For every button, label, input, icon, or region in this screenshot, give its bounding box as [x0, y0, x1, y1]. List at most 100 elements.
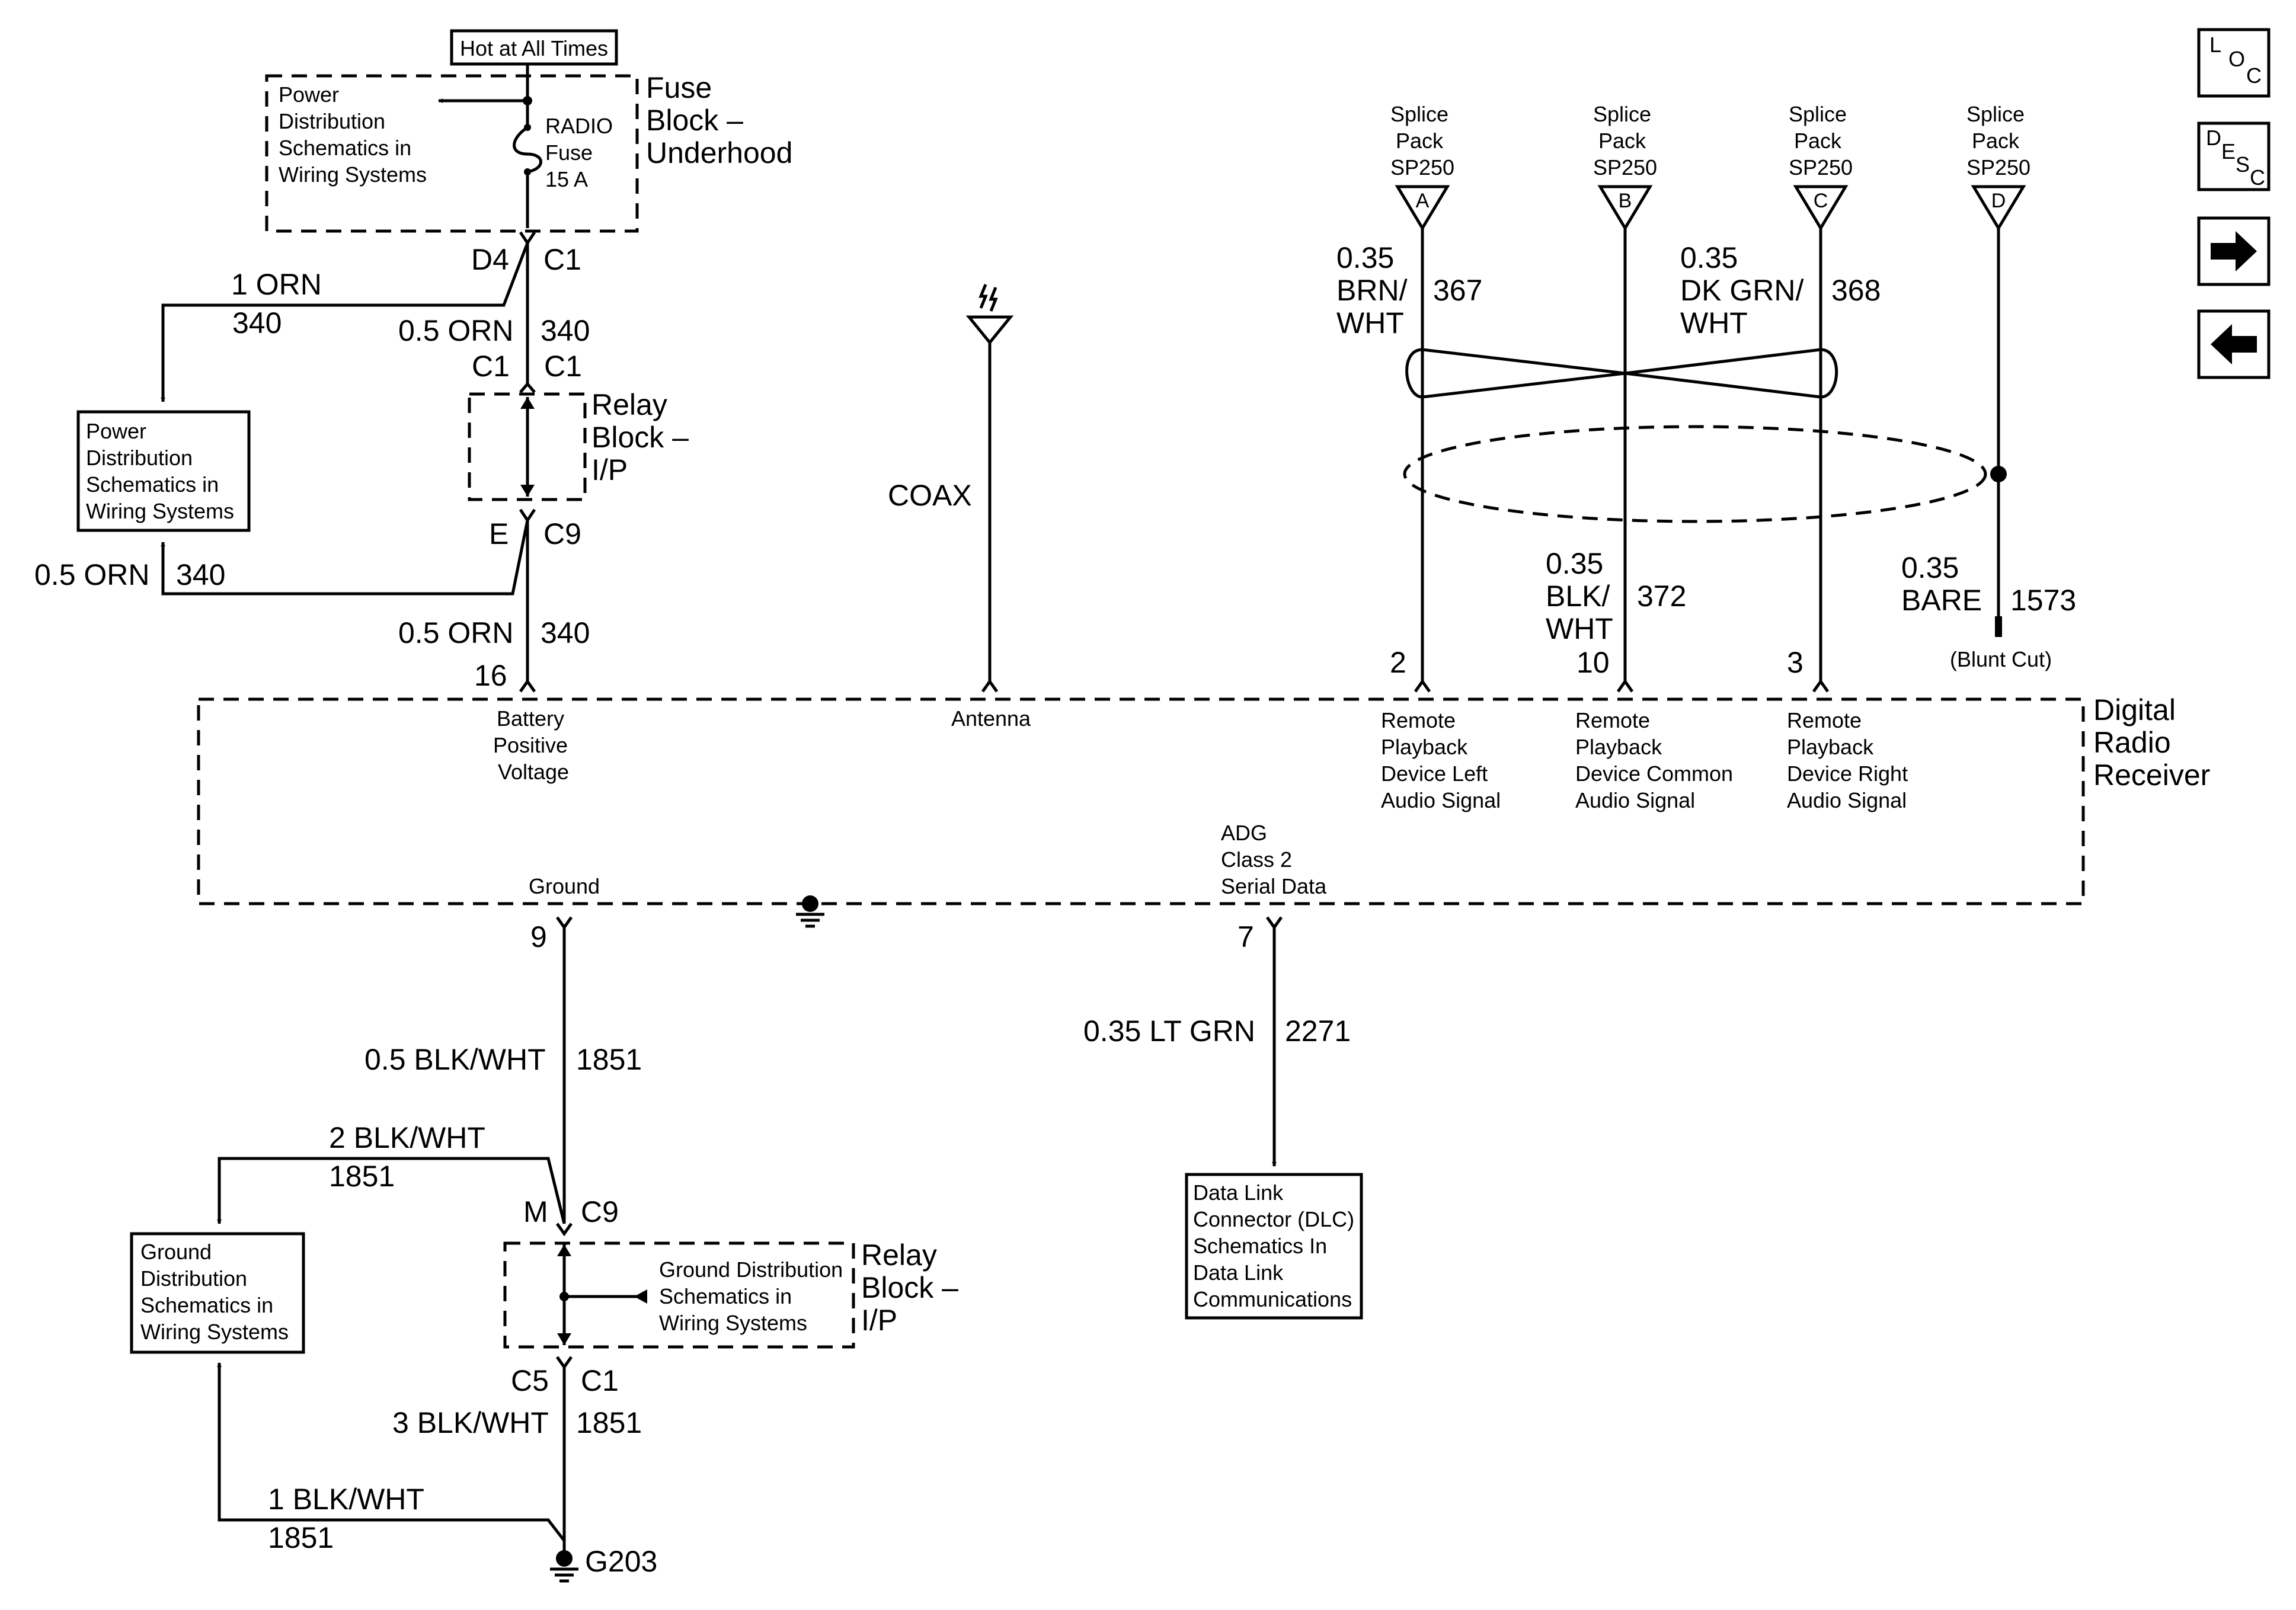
ground-distribution-box: Ground Distribution Schematics in Wiring…: [130, 1232, 305, 1354]
connector-e-label: E: [489, 517, 509, 550]
antenna-circuit: COAX: [888, 284, 1014, 693]
pin-10-label: 10: [1576, 646, 1610, 679]
fuse-block-title: Fuse Block – Underhood: [646, 71, 792, 169]
connector-d4-label: D4: [471, 243, 509, 276]
case-ground-icon: [796, 895, 824, 928]
pin-16-label: 16: [474, 659, 507, 692]
serial-data-label: ADG Class 2 Serial Data: [1221, 821, 1327, 898]
wire-1851-branch: [217, 1157, 566, 1224]
ground-distribution-inner-text: Ground Distribution Schematics in Wiring…: [659, 1257, 849, 1335]
wire-1851-return: [217, 1362, 565, 1542]
loc-button[interactable]: L O C: [2197, 28, 2271, 98]
svg-text:L: L: [2209, 33, 2221, 57]
left-power-distribution-box: Power Distribution Schematics in Wiring …: [76, 410, 251, 532]
connector-c1-top-label: C1: [543, 243, 581, 276]
svg-text:O: O: [2228, 47, 2245, 71]
fuse-block-power-dist-text: Power Distribution Schematics in Wiring …: [279, 82, 427, 187]
svg-text:Data Link Connector (DLC: Data Link Connector (DLC) Schematics In …: [1193, 1180, 1360, 1311]
brn-wht-color: BRN/ WHT: [1336, 274, 1415, 340]
receiver-title: Digital Radio Receiver: [2093, 693, 2210, 792]
pin-3-label: 3: [1787, 646, 1803, 679]
right-audio-signal-label: Remote Playback Device Right Audio Signa…: [1787, 708, 1914, 812]
connector-c5-label: C5: [511, 1364, 549, 1397]
svg-text:C: C: [2246, 63, 2262, 88]
hot-splice-dot: [523, 96, 532, 105]
wire-2-blk-wht-color: 2 BLK/WHT: [329, 1121, 485, 1154]
previous-page-button[interactable]: [2197, 309, 2271, 379]
brn-wht-gauge: 0.35: [1336, 241, 1394, 274]
hot-at-all-times-box: [450, 29, 618, 66]
relay-block-lower: Ground Distribution Schematics in Wiring…: [503, 1238, 967, 1349]
bare-color: BARE: [1901, 584, 1982, 617]
antenna-icon: [965, 315, 1014, 345]
svg-text:C: C: [2250, 165, 2265, 190]
wire-1-orn-circuit: 340: [232, 306, 282, 340]
wire-1-orn-color: 1 ORN: [231, 268, 322, 301]
wire-05-blk-wht-color: 0.5 BLK/WHT: [364, 1043, 546, 1076]
svg-text:B: B: [1619, 190, 1632, 212]
dk-grn-wht-color: DK GRN/ WHT: [1680, 274, 1812, 340]
ground-pin-label: Ground: [529, 874, 600, 898]
relay-block-upper-title: Relay Block – I/P: [591, 388, 697, 486]
g203-ground-icon: [550, 1550, 578, 1583]
svg-text:Ground Distribution: Ground Distribution Schematics in Wiring…: [140, 1240, 289, 1344]
wire-05-orn-color-b: 0.5 ORN: [34, 558, 150, 591]
dk-grn-wht-gauge: 0.35: [1680, 241, 1738, 274]
common-audio-signal-label: Remote Playback Device Common Audio Sign…: [1575, 708, 1739, 812]
wire-3-blk-wht-circuit: 1851: [576, 1406, 642, 1439]
connector-c5-c1: C5 C1 3 BLK/WHT 1851 1 BLK/WHT 1851 G203: [217, 1356, 657, 1583]
bare-circuit: 1573: [2010, 584, 2076, 617]
ground-point-g203-label: G203: [585, 1545, 657, 1578]
twisted-pair-symbol: [1405, 348, 1838, 399]
arrow-left-icon: [2211, 324, 2257, 364]
splice-pack-a: Splice Pack SP250 A: [1390, 102, 1454, 231]
serial-data-circuit: 7 0.35 LT GRN 2271: [1083, 916, 1351, 1167]
svg-text:Splice Pack SP250: Splice Pack SP250: [1593, 102, 1657, 180]
connector-e-c9: E C9 0.5 ORN 340 0.5 ORN 340 16: [34, 508, 590, 693]
dlc-box: Data Link Connector (DLC) Schematics In …: [1185, 1173, 1363, 1320]
bare-gauge: 0.35: [1901, 551, 1959, 584]
wire-340-branch: [161, 242, 529, 402]
hot-at-all-times-label: Hot at All Times: [460, 36, 608, 60]
wire-05-orn-circuit-b: 340: [176, 558, 225, 591]
ground-circuit: 9 0.5 BLK/WHT 1851 2 BLK/WHT 1851 M C9: [217, 916, 642, 1237]
svg-text:Splice Pack SP250: Splice Pack SP250: [1789, 102, 1853, 180]
svg-text:C: C: [1814, 190, 1828, 212]
wire-1-blk-wht-circuit: 1851: [268, 1521, 334, 1554]
wire-1-blk-wht-color: 1 BLK/WHT: [268, 1483, 424, 1516]
fuse-block-underhood: Hot at All Times Fuse Block – Underhood …: [265, 29, 792, 233]
wire-2-blk-wht-circuit: 1851: [329, 1160, 395, 1193]
svg-text:A: A: [1416, 190, 1430, 212]
desc-button[interactable]: D E S C: [2197, 121, 2271, 191]
dk-grn-wht-circuit: 368: [1831, 274, 1881, 307]
splice-pack-c: Splice Pack SP250 C: [1789, 102, 1853, 231]
fuse-block-outline: [265, 74, 639, 233]
pin-9-label: 9: [530, 920, 547, 953]
blk-wht-color: BLK/ WHT: [1546, 580, 1618, 645]
antenna-label: Antenna: [951, 706, 1031, 731]
wire-lt-grn-color: 0.35 LT GRN: [1083, 1014, 1255, 1048]
blunt-cut-label: (Blunt Cut): [1950, 647, 2052, 671]
left-audio-signal-label: Remote Playback Device Left Audio Signal: [1381, 708, 1501, 812]
radio-fuse-label: RADIO Fuse 15 A: [545, 114, 619, 191]
next-page-button[interactable]: [2197, 216, 2271, 286]
connector-c9-top-label: C9: [543, 517, 581, 550]
splice-pack-b: Splice Pack SP250 B: [1593, 102, 1657, 231]
battery-positive-voltage-label: Battery Positive Voltage: [493, 706, 574, 784]
svg-text:D: D: [1991, 190, 2006, 212]
digital-radio-receiver: Digital Radio Receiver Battery Positive …: [197, 693, 2210, 928]
splice-pack-d: Splice Pack SP250 D: [1966, 102, 2030, 231]
relay-block-lower-title: Relay Block – I/P: [861, 1238, 967, 1337]
connector-c1-b-label: C1: [544, 350, 582, 383]
connector-c1-a-label: C1: [472, 350, 510, 383]
svg-text:Power Distribution: Power Distribution Schematics in Wiring …: [86, 419, 234, 523]
svg-text:D: D: [2206, 126, 2221, 150]
svg-text:Splice Pack SP250: Splice Pack SP250: [1390, 102, 1454, 180]
arrow-right-icon: [2211, 231, 2257, 271]
audio-wires: 0.35 BRN/ WHT 367 0.35 DK GRN/ WHT 368 0…: [1336, 228, 2076, 693]
blk-wht-circuit: 372: [1637, 580, 1686, 613]
relay-block-upper: Relay Block – I/P: [468, 382, 697, 501]
connector-c9-bot-label: C9: [581, 1195, 619, 1228]
pin-2-label: 2: [1390, 646, 1406, 679]
wire-05-orn-color-a: 0.5 ORN: [398, 314, 514, 347]
